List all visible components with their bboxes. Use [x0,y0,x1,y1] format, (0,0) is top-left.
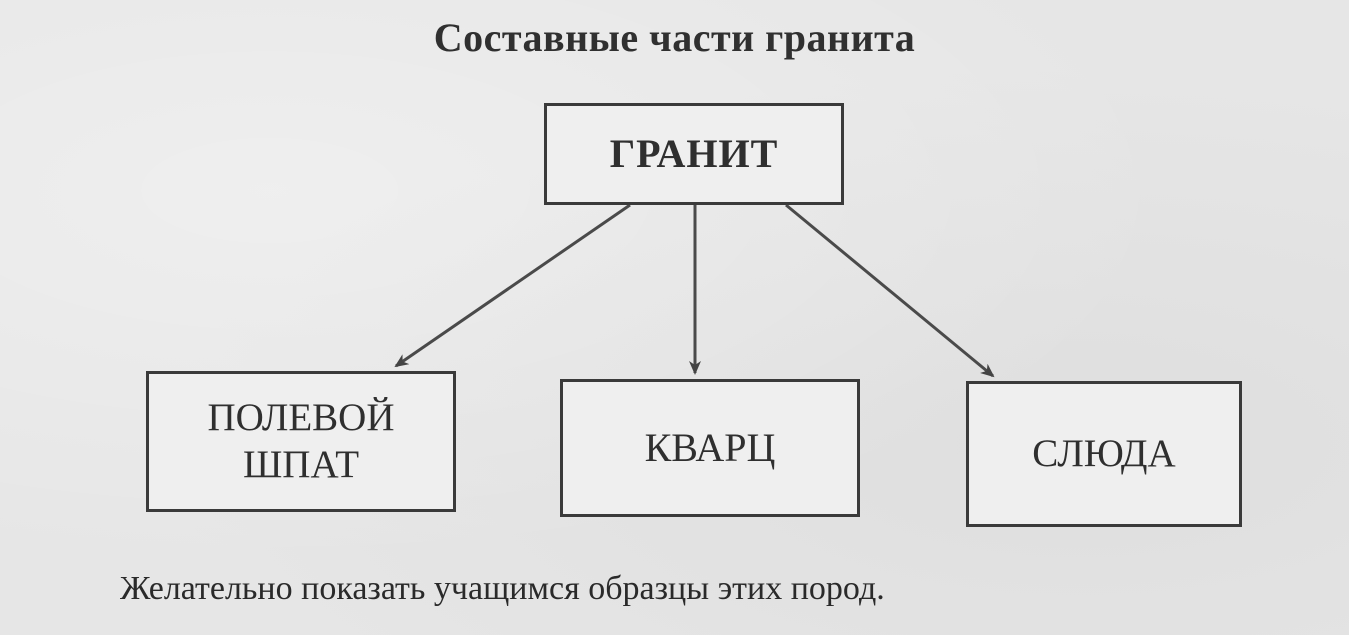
footnote-text: Желательно показать учащимся образцы эти… [120,570,885,607]
node-feldspar: ПОЛЕВОЙ ШПАТ [146,371,456,512]
node-mica-label: СЛЮДА [1032,431,1176,475]
arrow-to-feldspar [394,203,631,368]
node-mica: СЛЮДА [966,381,1242,527]
node-feldspar-label: ПОЛЕВОЙ ШПАТ [207,396,395,486]
node-granite: ГРАНИТ [544,103,844,205]
node-granite-label: ГРАНИТ [609,131,779,177]
arrow-to-mica [785,203,995,378]
node-quartz-label: КВАРЦ [644,425,776,471]
node-quartz: КВАРЦ [560,379,860,517]
diagram-title: Составные части гранита [433,15,916,60]
